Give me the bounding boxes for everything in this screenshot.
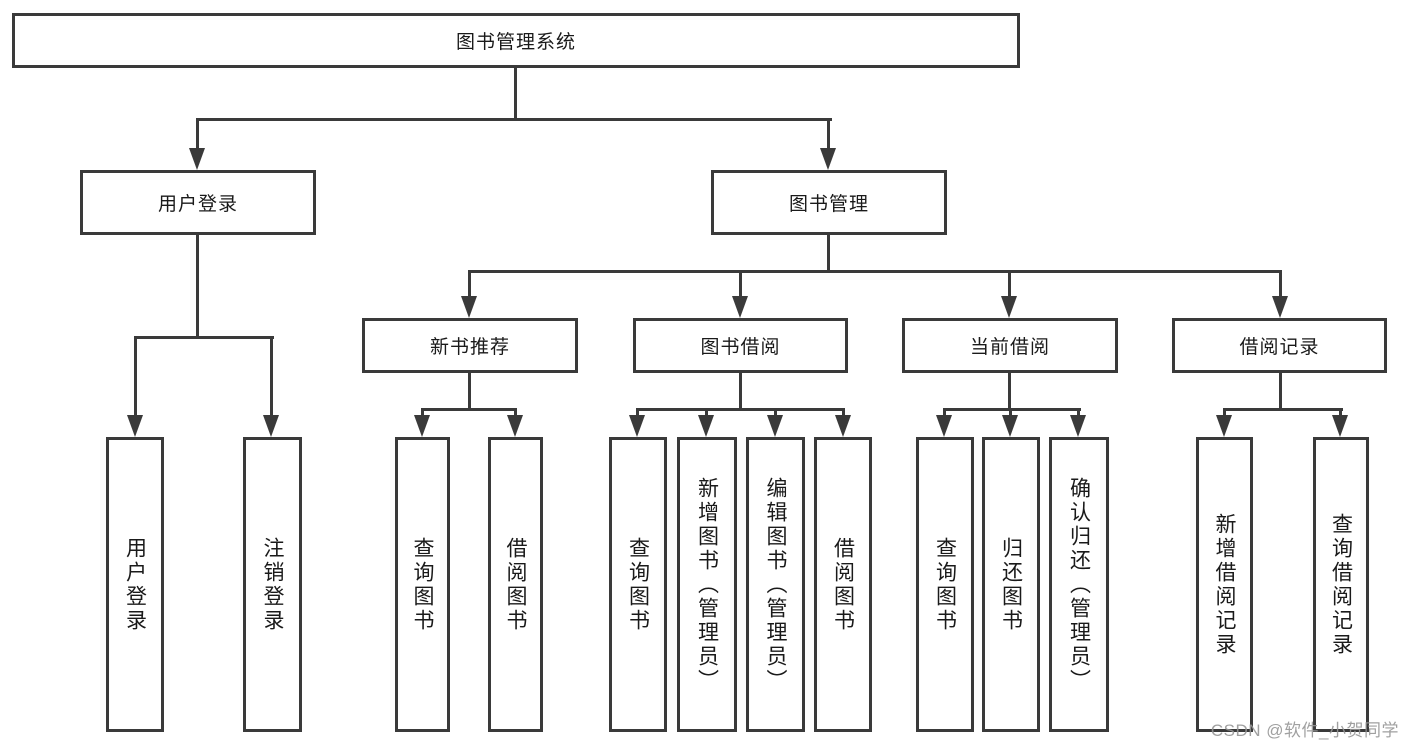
connector-book-mgmt-drop-3 bbox=[1008, 270, 1011, 298]
connector-book-borrow-drop-1 bbox=[636, 408, 639, 417]
arrow-down-icon bbox=[127, 415, 143, 437]
node-query-books-under-recommend: 查询图书 bbox=[395, 437, 450, 732]
connector-user-login-drop-left bbox=[134, 336, 137, 417]
connector-borrow-records-bar bbox=[1223, 408, 1343, 411]
arrow-down-icon bbox=[936, 415, 952, 437]
csdn-watermark: CSDN @软件_小贺同学 bbox=[1210, 721, 1399, 740]
arrow-down-icon bbox=[629, 415, 645, 437]
node-edit-books-admin: 编辑图书（管理员） bbox=[746, 437, 805, 732]
connector-book-mgmt-drop-4 bbox=[1279, 270, 1282, 298]
connector-borrow-records-drop-2 bbox=[1339, 408, 1342, 417]
connector-current-borrow-stub bbox=[1008, 373, 1011, 410]
connector-book-borrow-stub bbox=[739, 373, 742, 410]
connector-new-book-drop-2 bbox=[514, 408, 517, 417]
node-borrowing-records: 借阅记录 bbox=[1172, 318, 1387, 373]
connector-book-borrow-drop-3 bbox=[774, 408, 777, 417]
arrow-down-icon bbox=[1002, 415, 1018, 437]
connector-book-borrow-drop-4 bbox=[842, 408, 845, 417]
node-confirm-return-admin: 确认归还（管理员） bbox=[1049, 437, 1109, 732]
arrow-down-icon bbox=[835, 415, 851, 437]
arrow-down-icon bbox=[767, 415, 783, 437]
node-add-books-admin: 新增图书（管理员） bbox=[677, 437, 737, 732]
node-book-management: 图书管理 bbox=[711, 170, 947, 235]
node-library-management-system: 图书管理系统 bbox=[12, 13, 1020, 68]
arrow-down-icon bbox=[732, 296, 748, 318]
connector-current-borrow-bar bbox=[943, 408, 1081, 411]
arrow-down-icon bbox=[1070, 415, 1086, 437]
node-borrow-books-under-recommend: 借阅图书 bbox=[488, 437, 543, 732]
arrow-down-icon bbox=[1001, 296, 1017, 318]
connector-user-login-bar bbox=[134, 336, 274, 339]
arrow-down-icon bbox=[507, 415, 523, 437]
arrow-down-icon bbox=[189, 148, 205, 170]
connector-new-book-stub bbox=[468, 373, 471, 410]
arrow-down-icon bbox=[1216, 415, 1232, 437]
node-query-books-under-current: 查询图书 bbox=[916, 437, 974, 732]
arrow-down-icon bbox=[1272, 296, 1288, 318]
node-logout-leaf: 注销登录 bbox=[243, 437, 302, 732]
connector-borrow-records-drop-1 bbox=[1223, 408, 1226, 417]
connector-book-borrow-bar bbox=[636, 408, 845, 411]
node-return-books: 归还图书 bbox=[982, 437, 1040, 732]
node-add-borrow-record: 新增借阅记录 bbox=[1196, 437, 1253, 732]
node-query-borrow-record: 查询借阅记录 bbox=[1313, 437, 1369, 732]
connector-root-drop-right bbox=[827, 118, 830, 150]
arrow-down-icon bbox=[461, 296, 477, 318]
arrow-down-icon bbox=[263, 415, 279, 437]
connector-current-borrow-drop-1 bbox=[943, 408, 946, 417]
node-current-borrowing: 当前借阅 bbox=[902, 318, 1118, 373]
connector-root-drop-left bbox=[196, 118, 199, 150]
connector-root-bar bbox=[196, 118, 832, 121]
connector-book-mgmt-drop-1 bbox=[468, 270, 471, 298]
connector-borrow-records-stub bbox=[1279, 373, 1282, 410]
connector-user-login-drop-right bbox=[270, 336, 273, 417]
arrow-down-icon bbox=[1332, 415, 1348, 437]
arrow-down-icon bbox=[820, 148, 836, 170]
connector-root-stub bbox=[514, 68, 517, 120]
connector-new-book-drop-1 bbox=[421, 408, 424, 417]
connector-new-book-bar bbox=[421, 408, 517, 411]
node-query-books-under-borrowing: 查询图书 bbox=[609, 437, 667, 732]
node-book-borrowing: 图书借阅 bbox=[633, 318, 848, 373]
node-new-book-recommend: 新书推荐 bbox=[362, 318, 578, 373]
arrow-down-icon bbox=[414, 415, 430, 437]
connector-current-borrow-drop-3 bbox=[1077, 408, 1080, 417]
connector-user-login-stub bbox=[196, 235, 199, 339]
connector-book-borrow-drop-2 bbox=[705, 408, 708, 417]
connector-book-mgmt-bar bbox=[468, 270, 1282, 273]
connector-book-mgmt-drop-2 bbox=[739, 270, 742, 298]
node-user-login: 用户登录 bbox=[80, 170, 316, 235]
node-borrow-books-leaf: 借阅图书 bbox=[814, 437, 872, 732]
connector-book-mgmt-stub bbox=[827, 235, 830, 272]
node-user-login-leaf: 用户登录 bbox=[106, 437, 164, 732]
connector-current-borrow-drop-2 bbox=[1009, 408, 1012, 417]
arrow-down-icon bbox=[698, 415, 714, 437]
